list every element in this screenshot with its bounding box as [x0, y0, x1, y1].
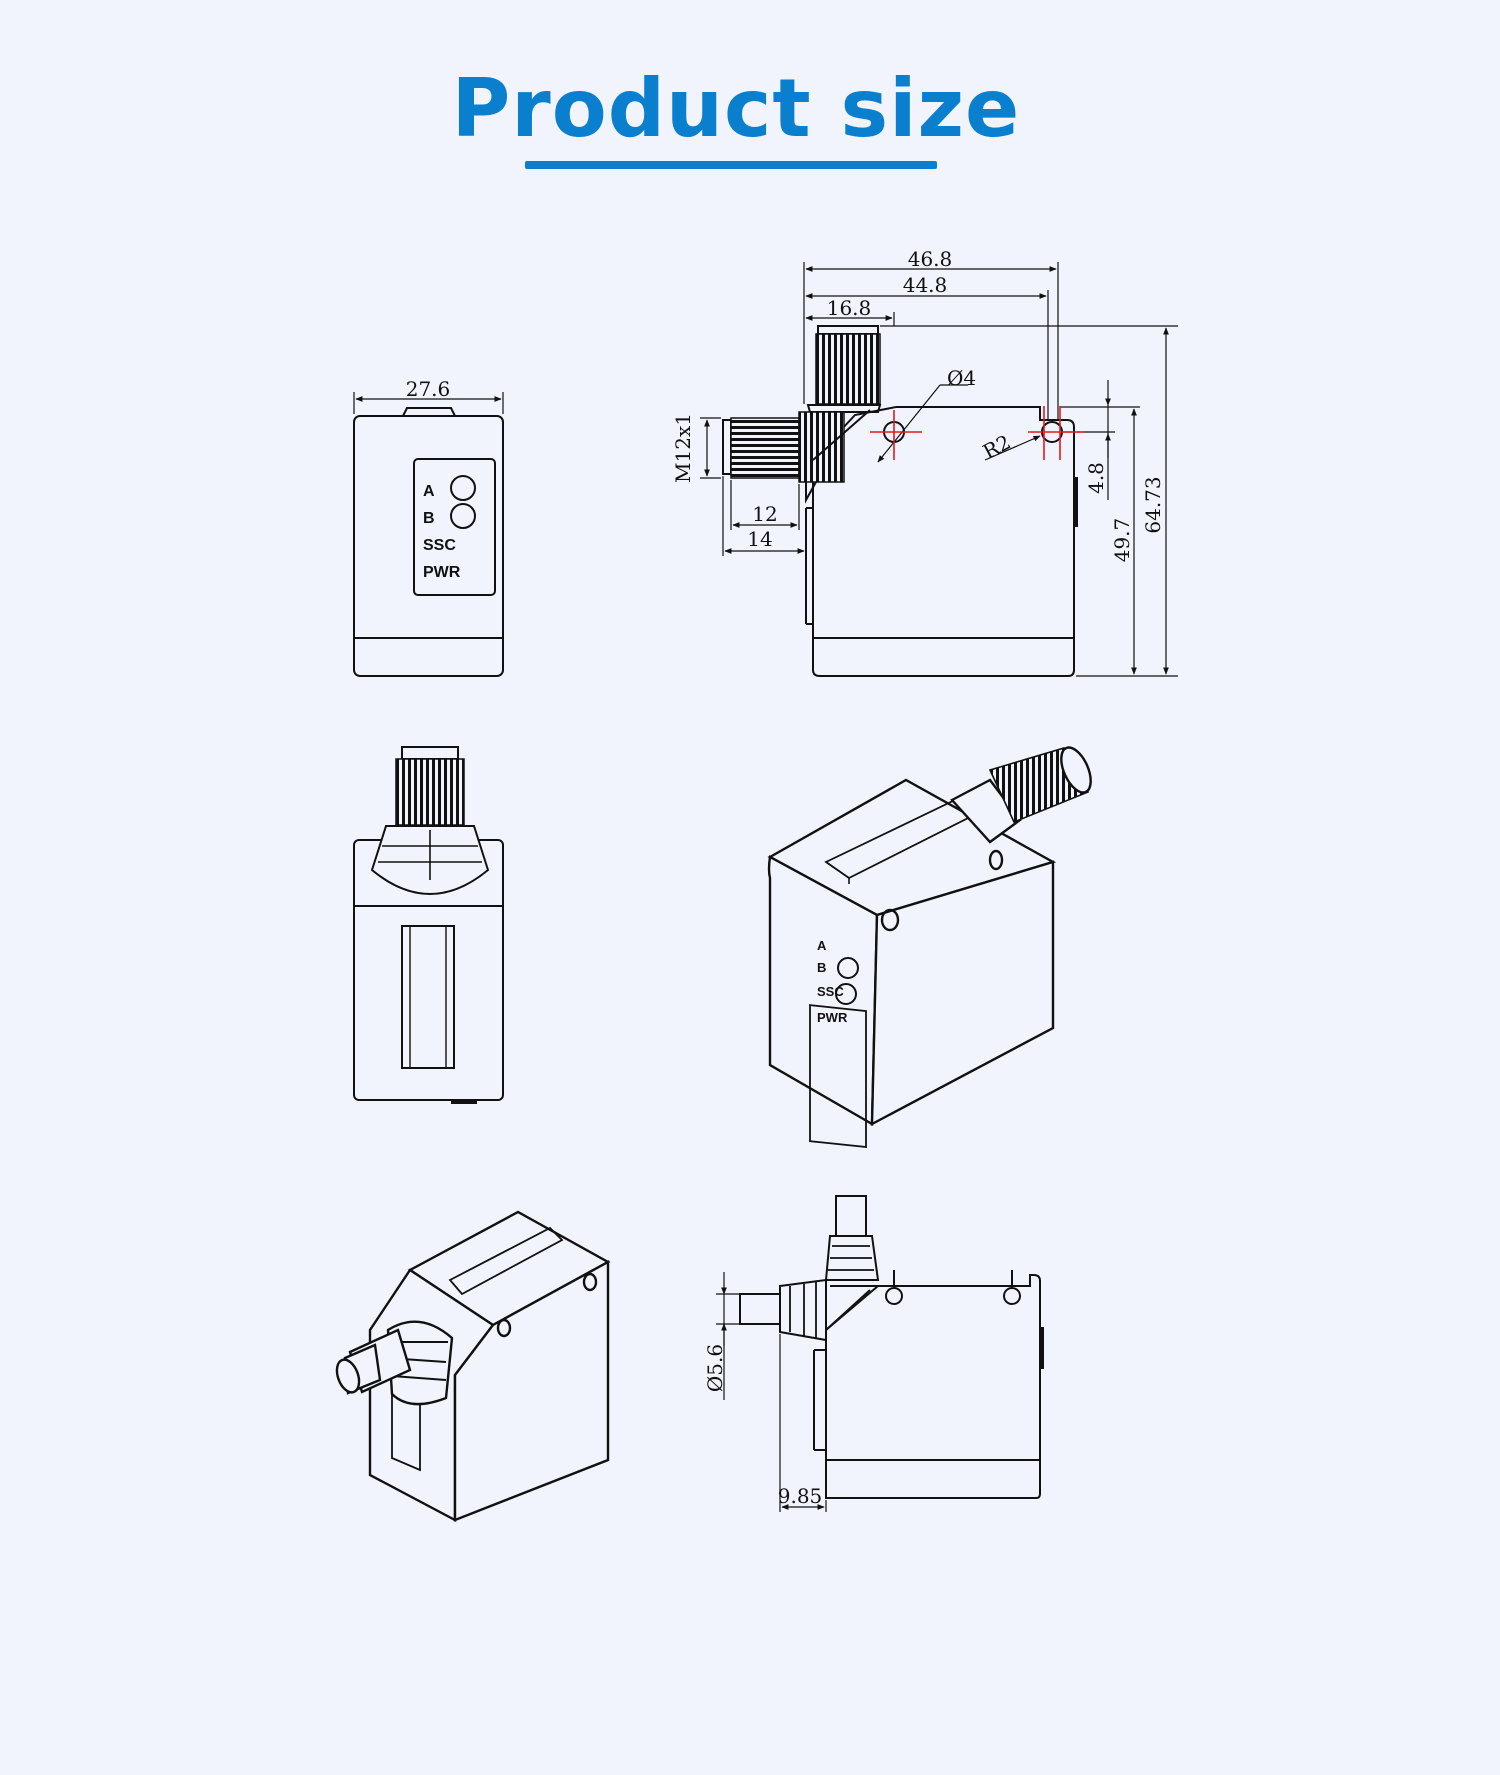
dim-hole-height: 4.8 — [1084, 462, 1108, 494]
dim-thread-length: 12 — [752, 502, 777, 526]
front-indicator-ssc: SSC — [423, 537, 456, 554]
iso-indicator-ssc: SSC — [817, 984, 844, 999]
iso-indicator-a: A — [817, 938, 827, 953]
isometric-view-front — [767, 746, 1092, 1149]
front-width-dimension: 27.6 — [406, 377, 451, 401]
dim-hole-diameter: Ø4 — [947, 366, 976, 390]
dim-connector-length: 14 — [747, 527, 772, 551]
dim-total-height: 64.73 — [1141, 476, 1165, 533]
isometric-view-rear — [335, 1210, 611, 1522]
cable-side-view — [716, 1195, 1044, 1512]
iso-indicator-b: B — [817, 960, 826, 975]
dim-thread: M12x1 — [671, 413, 695, 483]
dim-total-width: 46.8 — [908, 247, 953, 271]
hole-center-marks — [870, 406, 1084, 460]
front-indicator-pwr: PWR — [423, 564, 461, 581]
front-indicator-a: A — [423, 483, 435, 500]
front-indicator-b: B — [423, 510, 435, 527]
page-title: Product size — [451, 62, 1021, 155]
front-view — [353, 392, 504, 677]
title-underline — [525, 161, 937, 169]
iso-indicator-pwr: PWR — [817, 1010, 848, 1025]
dim-body-height: 49.7 — [1110, 518, 1134, 563]
side-view — [700, 262, 1178, 677]
top-view — [353, 746, 504, 1104]
dim-radius: R2 — [979, 430, 1015, 464]
dim-cable-offset: 9.85 — [778, 1484, 823, 1508]
dim-cable-diameter: Ø5.6 — [703, 1344, 727, 1392]
dim-connector-offset: 16.8 — [827, 296, 872, 320]
dim-body-width: 44.8 — [903, 273, 948, 297]
